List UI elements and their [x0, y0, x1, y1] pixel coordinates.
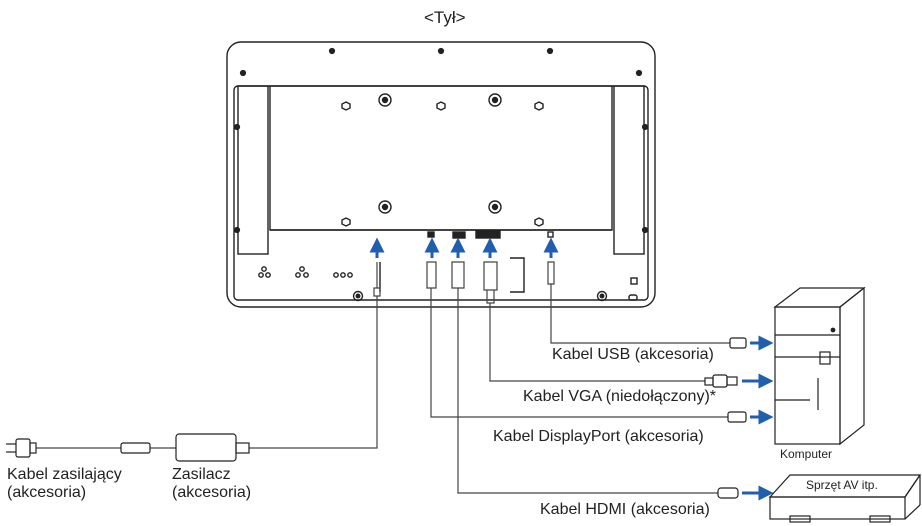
hdmi-cable-label: Kabel HDMI (akcesoria) [540, 501, 710, 518]
cable-ends [704, 337, 747, 499]
usb-cable-label: Kabel USB (akcesoria) [552, 346, 714, 363]
vga-cable-label: Kabel VGA (niedołączony)* [523, 388, 716, 405]
adapter-label-line1: Zasilacz [172, 466, 231, 483]
adapter-label-line2: (akcesoria) [172, 484, 252, 501]
power-cable-label-line1: Kabel zasilający [7, 466, 122, 483]
power-cable-label-line2: (akcesoria) [7, 484, 87, 501]
monitor-rear [226, 41, 656, 308]
port-arrows [369, 237, 559, 258]
displayport-cable-label: Kabel DisplayPort (akcesoria) [493, 428, 704, 445]
power-adapter-icon [120, 433, 250, 462]
power-plug-icon [6, 438, 37, 458]
cables [36, 261, 730, 494]
diagram-title: <Tył> [424, 8, 466, 27]
av-device-icon [768, 474, 922, 523]
device-arrows [742, 335, 774, 501]
computer-tower-icon [773, 286, 866, 446]
av-device-label: Sprzęt AV itp. [806, 478, 878, 492]
computer-label: Komputer [780, 447, 833, 461]
